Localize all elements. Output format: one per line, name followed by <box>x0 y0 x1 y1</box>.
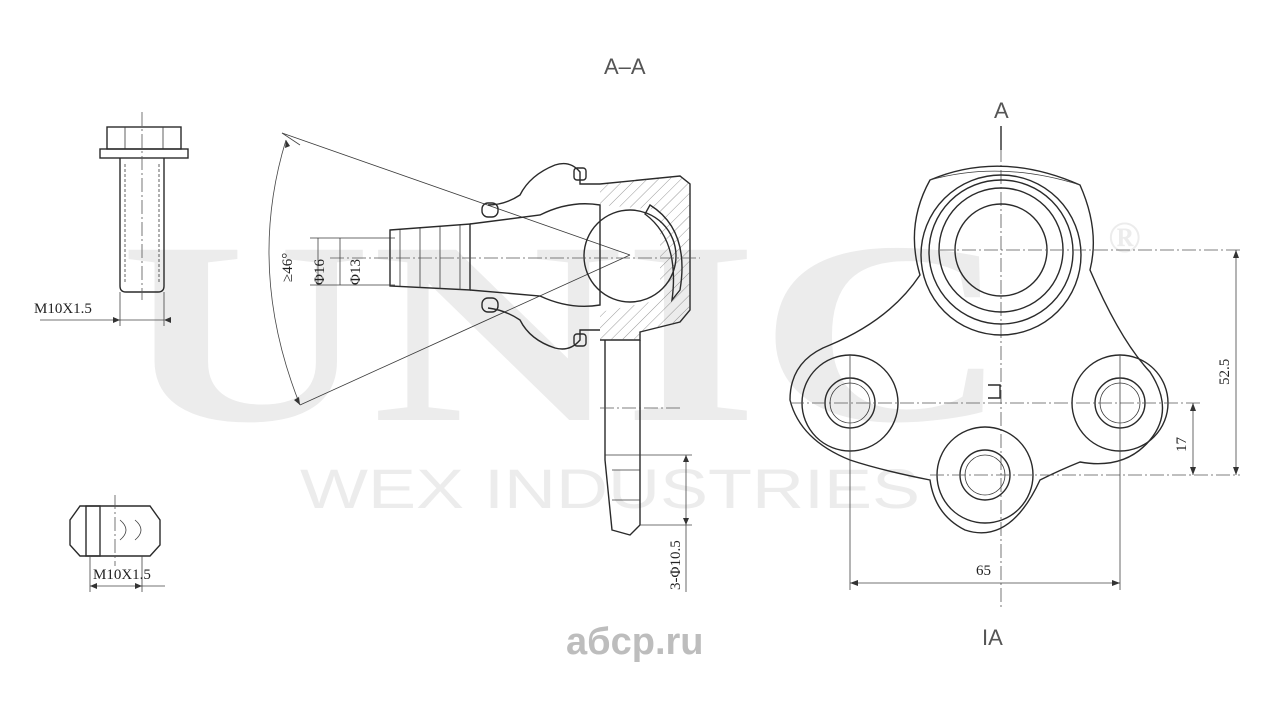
stud-diameter-large-label: Φ16 <box>312 259 328 285</box>
site-logo: aбcp.ru <box>566 621 704 663</box>
holes-diameter-label: 3-Φ10.5 <box>668 540 684 590</box>
watermark-brand: UNIC <box>120 189 1010 477</box>
cone-angle-label: ≥46° <box>280 253 296 282</box>
nut-thread-label: M10X1.5 <box>93 567 151 583</box>
watermark: UNIC ® WEX INDUSTRIES <box>120 189 1141 520</box>
ball-joint-section <box>268 132 700 592</box>
nut-drawing <box>69 495 165 592</box>
watermark-registered: ® <box>1108 213 1141 262</box>
ball-joint-top-view <box>789 126 1240 610</box>
total-height-dimension-label: 52.5 <box>1217 359 1233 385</box>
bolt-drawing <box>40 112 189 326</box>
stud-diameter-small-label: Φ13 <box>348 259 364 285</box>
width-dimension-label: 65 <box>976 563 991 579</box>
lower-height-dimension-label: 17 <box>1174 437 1190 453</box>
section-marker-top: A <box>994 98 1009 123</box>
bolt-thread-label: M10X1.5 <box>34 301 92 317</box>
section-marker-bottom: IA <box>982 625 1003 650</box>
site-logo-text: aбcp.ru <box>566 621 704 663</box>
section-label: A–A <box>604 54 646 79</box>
